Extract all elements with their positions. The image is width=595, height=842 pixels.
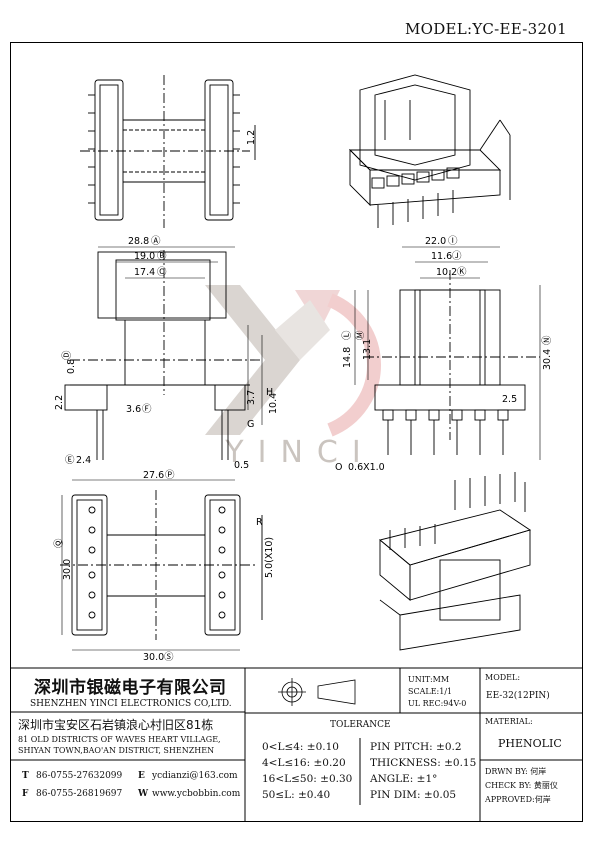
tolerance-left-1: 0<L≤4: ±0.10 xyxy=(262,741,339,753)
dim-17: 30.4 xyxy=(542,349,553,370)
dim-9: 10.4 xyxy=(268,393,279,414)
dim-20: 27.6 xyxy=(143,470,164,481)
unit-text: UNIT:MM xyxy=(408,675,450,684)
watermark-text: YINCI xyxy=(224,435,374,470)
dim-14-marker: Ⓚ xyxy=(457,267,467,278)
tolerance-right-1: PIN PITCH: ±0.2 xyxy=(370,741,462,753)
model-label: MODEL: xyxy=(404,20,473,38)
material-value: PHENOLIC xyxy=(498,737,562,750)
dim-22: 5.0(X10) xyxy=(264,537,275,578)
dim-21-marker: R xyxy=(256,517,263,528)
dim-6: 2.2 xyxy=(54,395,65,410)
dim-3: 19.0 xyxy=(134,251,155,262)
dim-4: 17.4 xyxy=(134,267,155,278)
dim-8-marker: G xyxy=(247,419,254,430)
dim-11: 0.5 xyxy=(234,460,249,471)
dim-13-marker: Ⓙ xyxy=(452,251,462,262)
model-header: MODEL:YC-EE-3201 xyxy=(405,20,567,38)
title-block-grid xyxy=(10,667,583,822)
approved-by: APPROVED:何岸 xyxy=(485,795,551,804)
dim-15-marker: Ⓛ xyxy=(342,330,353,340)
dim-19: 0.6X1.0 xyxy=(348,462,385,473)
drawn-by: DRWN BY: 何岸 xyxy=(485,767,547,776)
email-label: E xyxy=(138,771,145,781)
tolerance-left-2: 4<L≤16: ±0.20 xyxy=(262,757,346,769)
dim-14: 10.2 xyxy=(436,267,457,278)
dim-8: 3.7 xyxy=(246,390,257,405)
dim-23-marker: Ⓠ xyxy=(54,538,65,548)
model-field-label: MODEL: xyxy=(485,673,521,682)
tolerance-title: TOLERANCE xyxy=(330,720,391,730)
dim-23: 30.0 xyxy=(62,559,73,580)
address-en-2: SHIYAN TOWN,BAO'AN DISTRICT, SHENZHEN xyxy=(18,746,215,755)
dim-19-marker: O xyxy=(335,462,342,473)
iso-view-top xyxy=(348,74,511,228)
fax-value: 86-0755-26819697 xyxy=(36,789,123,799)
dim-16-marker: Ⓜ xyxy=(355,330,366,340)
tolerance-left-4: 50≤L: ±0.40 xyxy=(262,789,331,801)
dim-10: 2.4 xyxy=(76,455,91,466)
company-name-en: SHENZHEN YINCI ELECTRONICS CO,LTD. xyxy=(30,699,232,709)
iso-view-bottom xyxy=(379,472,532,651)
dim-4-marker: Ⓒ xyxy=(157,267,167,278)
ul-text: UL REC:94V-0 xyxy=(408,699,467,708)
dim-9-marker: H xyxy=(266,387,273,398)
front-view xyxy=(64,250,260,460)
company-name-cn: 深圳市银磁电子有限公司 xyxy=(34,678,227,698)
web-label: W xyxy=(138,789,149,799)
model-value: YC-EE-3201 xyxy=(472,20,567,38)
dim-12: 22.0 xyxy=(425,236,446,247)
tolerance-left-3: 16<L≤50: ±0.30 xyxy=(262,773,353,785)
dim-16: 13.1 xyxy=(362,339,373,360)
dim-7: 3.6 xyxy=(126,404,141,415)
dim-24-marker: Ⓢ xyxy=(164,652,174,663)
dim-12-marker: Ⓘ xyxy=(448,236,458,247)
dim-15: 14.8 xyxy=(342,347,353,368)
dim-5: 0.8 xyxy=(66,359,77,374)
tolerance-right-3: ANGLE: ±1° xyxy=(370,773,438,785)
dim-1: 1.2 xyxy=(246,130,257,145)
model-field-value: EE-32(12PIN) xyxy=(486,691,550,701)
dim-13: 11.6 xyxy=(431,251,452,262)
dim-2-marker: Ⓐ xyxy=(151,236,161,247)
address-cn: 深圳市宝安区石岩镇浪心村旧区81栋 xyxy=(18,718,214,732)
dim-18: 2.5 xyxy=(502,394,517,405)
tolerance-right-2: THICKNESS: ±0.15 xyxy=(370,757,477,769)
email-value: ycdianzi@163.com xyxy=(152,771,238,781)
tolerance-right-4: PIN DIM: ±0.05 xyxy=(370,789,457,801)
top-view xyxy=(80,75,256,228)
fax-label: F xyxy=(22,789,29,799)
projection-symbol xyxy=(278,678,356,706)
dim-7-marker: Ⓕ xyxy=(142,404,152,415)
scale-text: SCALE:1/1 xyxy=(408,687,453,696)
tel-value: 86-0755-27632099 xyxy=(36,771,123,781)
dim-20-marker: Ⓟ xyxy=(165,470,175,481)
dim-5-marker: Ⓓ xyxy=(62,350,73,360)
check-by: CHECK BY: 黄丽仪 xyxy=(485,781,558,790)
dim-3-marker: Ⓑ xyxy=(157,251,167,262)
dim-2: 28.8 xyxy=(128,236,149,247)
tel-label: T xyxy=(22,771,29,781)
address-en-1: 81 OLD DISTRICTS OF WAVES HEART VILLAGE, xyxy=(18,735,221,744)
side-view xyxy=(364,270,540,455)
dim-17-marker: Ⓝ xyxy=(542,335,553,345)
bottom-view xyxy=(60,490,263,640)
drawing-frame xyxy=(10,42,583,822)
dim-24: 30.0 xyxy=(143,652,164,663)
web-value: www.ycbobbin.com xyxy=(152,789,241,799)
watermark-logo xyxy=(205,285,382,437)
dim-10-marker: Ⓔ xyxy=(65,455,75,466)
material-label: MATERIAL: xyxy=(485,717,533,726)
